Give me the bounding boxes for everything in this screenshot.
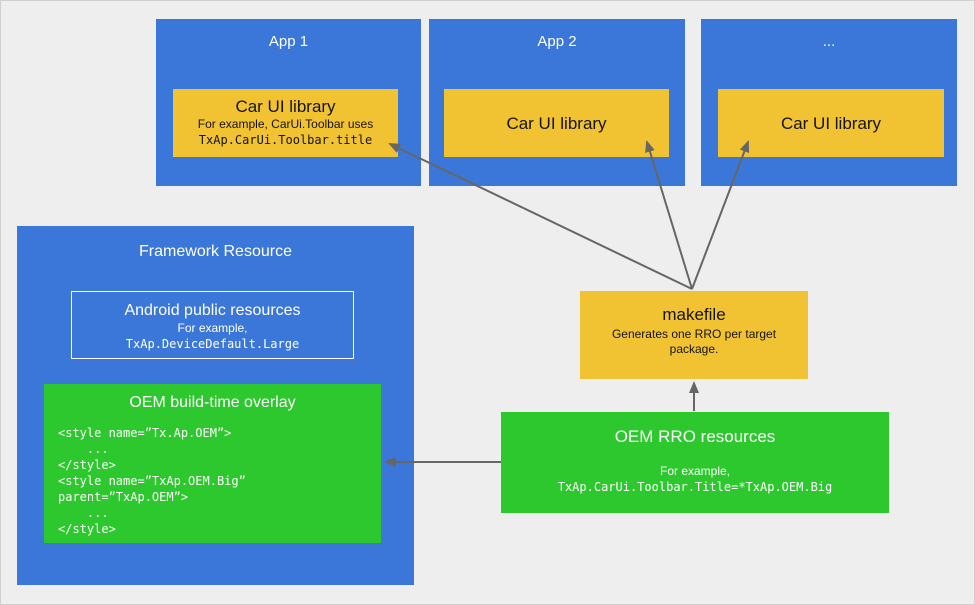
oem-overlay-code: <style name=”Tx.Ap.OEM”> ... </style> <s… <box>58 426 246 536</box>
android-public-resources-title: Android public resources <box>124 302 301 319</box>
car-ui-library-note: For example, CarUi.Toolbar uses <box>197 117 374 131</box>
app2-car-ui-library-box: Car UI library <box>444 89 669 157</box>
car-ui-library-title: Car UI library <box>506 113 607 133</box>
oem-rro-resources-box: OEM RRO resources For example, TxAp.CarU… <box>501 412 889 513</box>
app2-title: App 2 <box>537 33 577 50</box>
car-ui-library-title: Car UI library <box>780 113 882 133</box>
oem-build-time-overlay-box: OEM build-time overlay <style name=”Tx.A… <box>44 384 381 543</box>
android-public-example-label: For example, <box>177 321 248 335</box>
app1-car-ui-library-box: Car UI library For example, CarUi.Toolba… <box>173 89 398 157</box>
oem-rro-example-label: For example, <box>659 464 731 478</box>
car-ui-library-code: TxAp.CarUi.Toolbar.title <box>198 133 373 147</box>
app-ellipsis-car-ui-library-box: Car UI library <box>718 89 944 157</box>
android-public-resources-box: Android public resources For example, Tx… <box>71 291 354 359</box>
oem-rro-resources-title: OEM RRO resources <box>614 427 776 446</box>
makefile-title: makefile <box>662 305 726 324</box>
makefile-subtitle: Generates one RRO per target package. <box>611 327 777 356</box>
car-ui-library-title: Car UI library <box>235 97 336 116</box>
app-ellipsis-title: ... <box>822 33 836 50</box>
framework-resource-title: Framework Resource <box>139 243 292 260</box>
app1-title: App 1 <box>268 33 309 50</box>
oem-rro-example-code: TxAp.CarUi.Toolbar.Title=*TxAp.OEM.Big <box>557 480 833 494</box>
app1-box: App 1 Car UI library For example, CarUi.… <box>156 19 421 186</box>
app-ellipsis-box: ... Car UI library <box>701 19 957 186</box>
android-public-example-code: TxAp.DeviceDefault.Large <box>125 337 300 351</box>
app2-box: App 2 Car UI library <box>429 19 685 186</box>
makefile-box: makefile Generates one RRO per target pa… <box>580 291 808 379</box>
oem-build-time-overlay-title: OEM build-time overlay <box>129 394 296 411</box>
framework-resource-box: Framework Resource Android public resour… <box>17 226 414 585</box>
